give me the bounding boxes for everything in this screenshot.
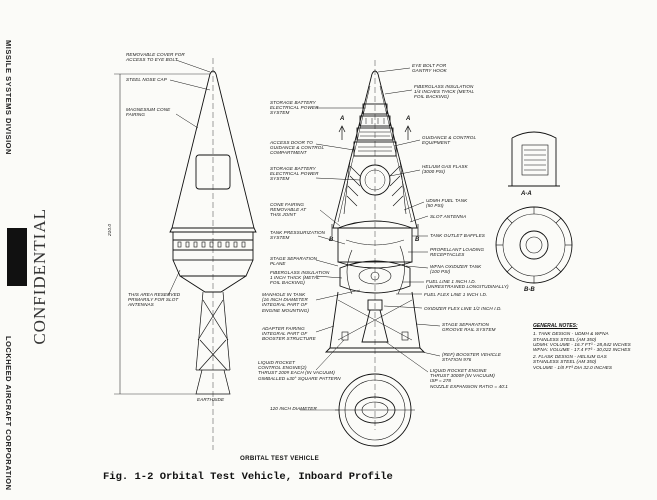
section-a-a: [508, 131, 560, 187]
callout-manhole: MANHOLE IN TANK (16 INCH DIAMETER INTEGR…: [262, 292, 310, 313]
callout-diameter: 120 INCH DIAMETER: [270, 406, 317, 411]
general-notes-heading: GENERAL NOTES:: [533, 323, 578, 329]
callout-eye-bolt: EYE BOLT FOR GANTRY HOOK: [412, 63, 447, 74]
callout-steel-nose-cap: STEEL NOSE CAP: [126, 77, 167, 82]
callout-adapter-fairing: ADAPTER FAIRING INTEGRAL PART OF BOOSTER…: [262, 326, 316, 342]
section-a-a-label: A-A: [521, 191, 532, 197]
side-margin: MISSILE SYSTEMS DIVISION LOCKHEED AIRCRA…: [4, 4, 14, 500]
section-b-b: [495, 206, 573, 284]
company-text: LOCKHEED AIRCRAFT CORPORATION: [4, 336, 13, 491]
callout-separation-rail: STAGE SEPARATION GROOVE RAIL SYSTEM: [442, 322, 496, 333]
figure-caption: Fig. 1-2 Orbital Test Vehicle, Inboard P…: [103, 471, 393, 483]
callout-battery-lower: STORAGE BATTERY ELECTRICAL POWER SYSTEM: [270, 166, 319, 182]
general-note-2: 2. FLASK DESIGN - HELIUM GAS STAINLESS S…: [533, 354, 613, 370]
callout-fiberglass-quarter: FIBERGLASS INSULATION 1/4 INCHES THICK (…: [414, 84, 475, 100]
section-b-b-label: B-B: [524, 287, 535, 293]
callout-magnesium-cone: MAGNESIUM CONE FAIRING: [126, 107, 171, 118]
callout-cone-fairing-joint: CONE FAIRING REMOVABLE AT THIS JOINT: [270, 202, 307, 218]
callout-stage-separation-plane: STAGE SEPARATION PLANE: [270, 256, 318, 267]
callout-guidance-equipment: GUIDANCE & CONTROL EQUIPMENT: [422, 135, 477, 146]
cutaway-view: [315, 60, 441, 430]
callout-wfna-tank: WFNA OXIDIZER TANK (100 PSI): [430, 264, 482, 275]
callout-propellant-receptacles: PROPELLANT LOADING RECEPTACLES: [430, 247, 485, 258]
callout-booster-station: (REF) BOOSTER VEHICLE STATION 976: [442, 352, 502, 363]
general-notes: GENERAL NOTES: 1. TANK DESIGN - UDMH & W…: [533, 323, 655, 370]
callout-fiberglass-1in: FIBERGLASS INSULATION 1 INCH THICK (META…: [270, 270, 330, 286]
general-note-1: 1. TANK DESIGN - UDMH & WFNA STAINLESS S…: [533, 331, 631, 353]
callout-helium-flask: HELIUM GAS FLASK (3000 PSI): [422, 164, 468, 175]
callout-tank-baffles: TANK OUTLET BAFFLES: [430, 233, 485, 238]
callout-battery-upper: STORAGE BATTERY ELECTRICAL POWER SYSTEM: [270, 100, 319, 116]
section-mark-a-left: A: [340, 116, 345, 122]
external-view: [114, 58, 257, 450]
division-text: MISSILE SYSTEMS DIVISION: [4, 40, 13, 155]
section-mark-b-right: B: [415, 237, 420, 243]
section-mark-b-left: B: [329, 237, 334, 243]
callout-main-engine: LIQUID ROCKET ENGINE THRUST 3000# (IN VA…: [430, 368, 508, 389]
callout-access-door: ACCESS DOOR TO GUIDANCE & CONTROL COMPAR…: [270, 140, 325, 156]
diagram-title: ORBITAL TEST VEHICLE: [240, 455, 319, 462]
callout-udmh-tank: UDMH FUEL TANK (50 PSI): [426, 198, 468, 209]
callout-slot-antenna: SLOT ANTENNA: [430, 214, 467, 219]
callout-slot-antenna-area: THIS AREA RESERVED PRIMARILY FOR SLOT AN…: [128, 292, 181, 308]
callout-control-engines: LIQUID ROCKET CONTROL ENGINE(2) THRUST 2…: [258, 360, 341, 381]
aft-end-view: [300, 373, 415, 447]
overall-length-dimension: 210.0: [108, 223, 113, 236]
section-mark-a-right: A: [406, 116, 411, 122]
callout-removable-cover: REMOVABLE COVER FOR ACCESS TO EYE BOLT: [126, 52, 185, 63]
callout-oxidizer-flex-line: OXIDIZER FLEX LINE 1/2 INCH I.D.: [424, 306, 502, 311]
redaction-block: [7, 228, 27, 286]
callout-tank-pressurization: TANK PRESSURIZATION SYSTEM: [270, 230, 326, 241]
earthside-label: EARTHSIDE: [197, 397, 225, 402]
callout-fuel-line: FUEL LINE 1 INCH I.D. (UNRESTRAINED LONG…: [426, 279, 509, 290]
callout-fuel-flex-line: FUEL FLEX LINE 1 INCH I.D.: [424, 292, 488, 297]
